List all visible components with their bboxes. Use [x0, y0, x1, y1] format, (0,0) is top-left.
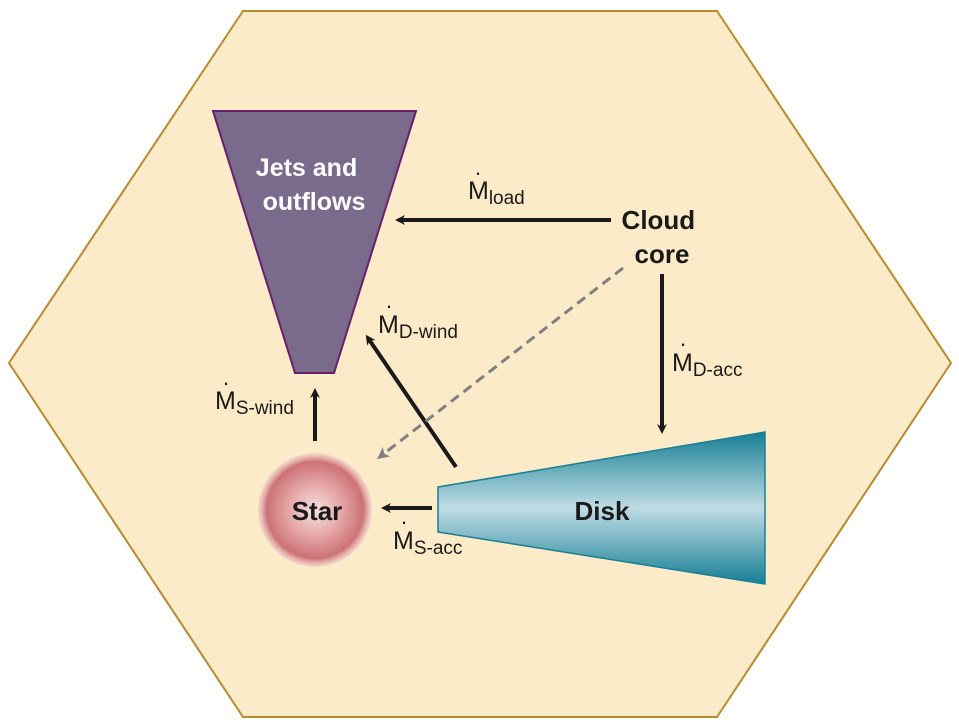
rate-s-acc-sub: S-acc: [414, 538, 463, 559]
rate-d-wind-sub: D-wind: [399, 322, 458, 343]
rate-s-wind-base: M: [215, 387, 236, 415]
jets-outflows-funnel: [211, 110, 418, 374]
rate-label-d-wind: · MD-wind: [378, 293, 458, 343]
jets-label-line1: Jets and: [256, 154, 357, 182]
rate-load-base: M: [468, 177, 489, 205]
background-hexagon: [7, 10, 953, 718]
star-shape: [258, 453, 372, 567]
disk-wind-arrow: [365, 334, 458, 469]
dot-accent: ·: [474, 160, 481, 185]
jets-label: Jets and outflows: [256, 154, 366, 216]
svg-text:MD-wind: MD-wind: [378, 311, 458, 343]
disk-label: Disk: [575, 496, 630, 526]
rate-d-acc-sub: D-acc: [693, 360, 743, 381]
rate-s-acc-base: M: [393, 527, 414, 555]
cloud-core-label: Cloud core: [622, 205, 703, 269]
svg-text:MS-acc: MS-acc: [393, 527, 462, 559]
rate-label-load: · Mload: [468, 160, 525, 209]
svg-text:MD-acc: MD-acc: [672, 349, 742, 381]
rate-load-sub: load: [489, 188, 525, 209]
dot-accent: ·: [385, 293, 392, 318]
star-label: Star: [292, 496, 343, 526]
disk-shape: [437, 431, 766, 585]
dot-accent: ·: [679, 331, 686, 356]
rate-s-wind-sub: S-wind: [236, 398, 294, 419]
svg-text:Mload: Mload: [468, 177, 525, 209]
jets-label-line2: outflows: [263, 188, 366, 216]
cloud-core-line1: Cloud: [622, 205, 696, 235]
rate-label-d-acc: · MD-acc: [672, 331, 742, 381]
dot-accent: ·: [400, 509, 407, 534]
cloud-to-star-dashed-arrow: [377, 266, 624, 460]
rate-label-s-acc: · MS-acc: [393, 509, 462, 559]
rate-d-wind-base: M: [378, 311, 399, 339]
rate-label-s-wind: · MS-wind: [215, 370, 294, 419]
rate-d-acc-base: M: [672, 349, 693, 377]
svg-text:MS-wind: MS-wind: [215, 387, 294, 419]
cloud-core-line2: core: [635, 239, 690, 269]
dot-accent: ·: [222, 370, 229, 395]
